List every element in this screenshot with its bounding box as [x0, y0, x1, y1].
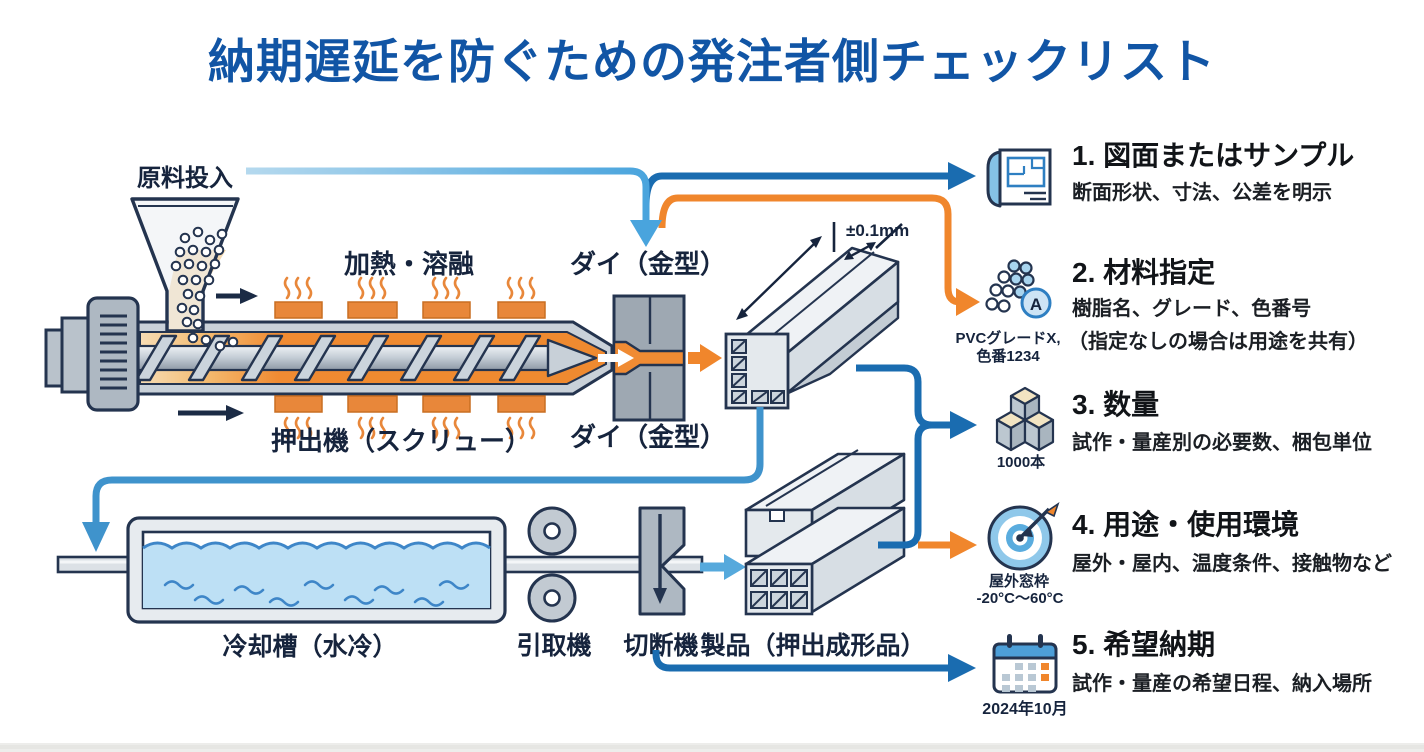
- pellets-icon: [985, 259, 1052, 319]
- checklist-item-2: A PVCグレードX, 色番1234 2. 材料指定 樹脂名、グレード、色番号 …: [955, 256, 1368, 365]
- item4-desc: 屋外・屋内、温度条件、接触物など: [1072, 551, 1392, 575]
- item5-example: 2024年10月: [982, 699, 1067, 718]
- loopback-connector: [82, 407, 764, 552]
- item4-example-1: 屋外窓枠: [989, 572, 1049, 590]
- connector-item4: [918, 531, 977, 559]
- die-channel: [612, 340, 686, 376]
- calendar-grid: [1002, 663, 1049, 692]
- profile-cells: [731, 339, 785, 404]
- item2-desc: 樹脂名、グレード、色番号: [1072, 296, 1311, 320]
- item3-desc: 試作・量産別の必要数、梱包単位: [1072, 430, 1372, 454]
- die-top-label: ダイ（金型）: [570, 249, 726, 279]
- cutter-label: 切断機: [623, 631, 698, 660]
- item4-title: 4. 用途・使用環境: [1072, 508, 1299, 540]
- product-cells: [750, 569, 808, 609]
- puller-label: 引取機: [516, 632, 591, 660]
- strand-to-product-arrow: [700, 554, 746, 580]
- die-exit-arrow: [688, 344, 722, 372]
- tolerance-label: ±0.1mm: [846, 221, 909, 240]
- water: [143, 543, 490, 608]
- heater-bands: [274, 301, 546, 413]
- boxes-icon: [995, 386, 1055, 452]
- connector-item5: [652, 650, 976, 682]
- blueprint-icon: [986, 148, 1052, 208]
- extruder-machine: 原料投入 加熱・溶融 ダイ（金型） ダイ（金型） 押出機（スクリュー）: [44, 165, 726, 456]
- item5-desc: 試作・量産の希望日程、納入場所: [1072, 671, 1372, 695]
- heating-label: 加熱・溶融: [344, 249, 474, 279]
- item2-example-1: PVCグレードX,: [955, 329, 1060, 347]
- item1-desc: 断面形状、寸法、公差を明示: [1072, 180, 1332, 204]
- checklist-item-4: 屋外窓枠 -20°C～60°C 4. 用途・使用環境 屋外・屋内、温度条件、接触…: [976, 502, 1392, 607]
- extruder-label: 押出機（スクリュー）: [271, 426, 531, 456]
- motor-gearbox: [44, 296, 140, 412]
- takeoff-rollers: [527, 506, 577, 623]
- die-bottom-label: ダイ（金型）: [570, 422, 726, 452]
- hopper: [130, 197, 240, 352]
- item2-desc2: （指定なしの場合は用途を共有）: [1068, 329, 1368, 353]
- dimension-arrows: [736, 222, 903, 320]
- item4-example-2: -20°C～60°C: [976, 590, 1063, 607]
- item3-example: 1000本: [997, 453, 1045, 471]
- cooling-label: 冷却槽（水冷）: [222, 632, 397, 661]
- finished-product: [744, 449, 906, 616]
- calendar-icon: [992, 634, 1058, 694]
- connector-item3: [856, 364, 977, 549]
- bottom-crop-strip: [0, 743, 1424, 752]
- item2-example-2: 色番1234: [976, 347, 1040, 365]
- product-label: 製品（押出成形品）: [699, 631, 925, 660]
- checklist-item-3: 1000本 3. 数量 試作・量産別の必要数、梱包単位: [995, 386, 1372, 471]
- cooling-row: 冷却槽（水冷） 引取機 切断機 製品（押出成形品）: [56, 407, 926, 661]
- checklist: 1. 図面またはサンプル 断面形状、寸法、公差を明示 A PVCグレードX, 色…: [955, 140, 1392, 718]
- melt-flow-arrow: [598, 349, 634, 367]
- item2-title: 2. 材料指定: [1072, 256, 1215, 288]
- target-icon: [987, 502, 1060, 571]
- extruded-profile: ±0.1mm: [724, 221, 909, 410]
- feed-label: 原料投入: [137, 165, 233, 192]
- feed-direction-arrow: [216, 288, 258, 304]
- item5-title: 5. 希望納期: [1072, 628, 1215, 660]
- connector-item2: [658, 194, 980, 316]
- motor-ribs: [100, 314, 127, 390]
- material-marker-letter: A: [1030, 295, 1042, 314]
- die: [598, 294, 686, 422]
- checklist-item-1: 1. 図面またはサンプル 断面形状、寸法、公差を明示: [986, 140, 1354, 208]
- cooling-tank: [126, 516, 507, 624]
- item1-title: 1. 図面またはサンプル: [1072, 140, 1354, 171]
- page-title: 納期遅延を防ぐための発注者側チェックリスト: [208, 35, 1216, 88]
- extrude-direction-arrow: [178, 405, 244, 421]
- item3-title: 3. 数量: [1072, 389, 1159, 420]
- screw-tip: [546, 338, 598, 378]
- checklist-item-5: 2024年10月 5. 希望納期 試作・量産の希望日程、納入場所: [982, 628, 1372, 718]
- material-grade-badge: [1020, 287, 1052, 319]
- cutter: [638, 506, 686, 616]
- pellets: [170, 226, 239, 352]
- connector-feed-to-die: [246, 167, 662, 247]
- checklist-connectors: [246, 162, 980, 682]
